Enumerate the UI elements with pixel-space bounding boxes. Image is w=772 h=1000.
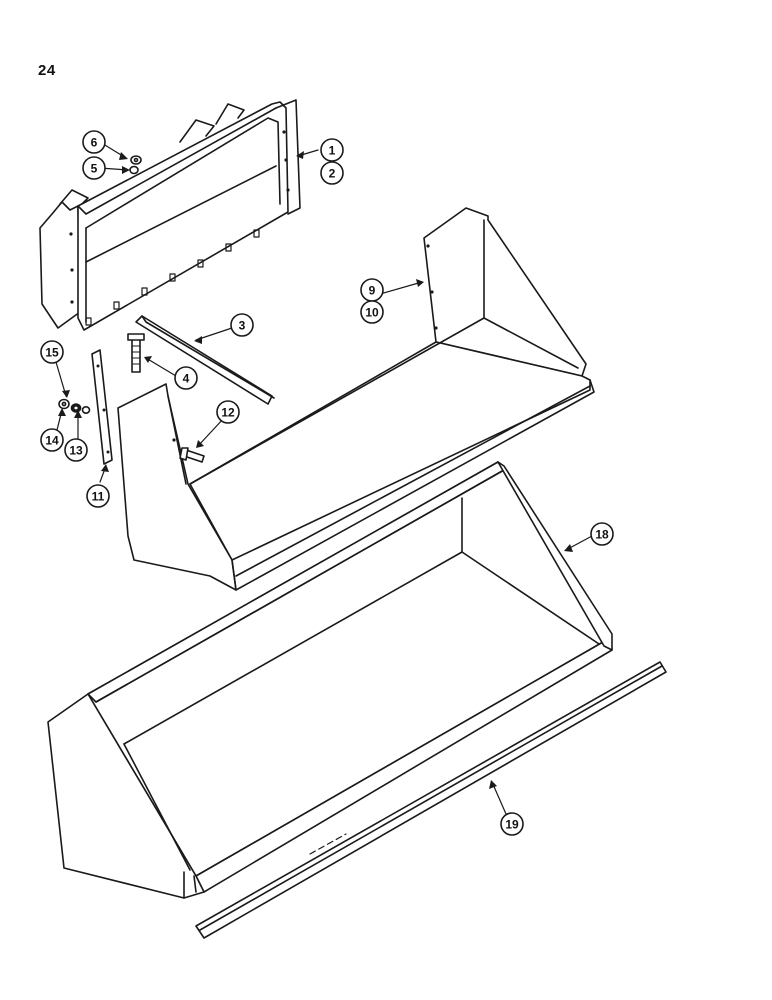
- svg-text:3: 3: [239, 319, 246, 333]
- svg-text:11: 11: [92, 490, 105, 504]
- svg-text:1: 1: [329, 144, 336, 158]
- hardware-nuts-washers: [58, 155, 142, 414]
- page-number: 24: [38, 62, 56, 79]
- mid-bucket-part: [117, 207, 595, 591]
- callout-9: 9: [360, 278, 384, 302]
- callout-15: 15: [40, 340, 64, 364]
- callout-1: 1: [320, 138, 344, 162]
- callout-3: 3: [230, 313, 254, 337]
- callout-10: 10: [360, 300, 384, 324]
- large-bucket-part: [47, 461, 613, 899]
- callout-12: 12: [216, 400, 240, 424]
- leader-arrowheads: [58, 151, 573, 789]
- svg-text:4: 4: [183, 372, 190, 386]
- svg-text:6: 6: [91, 136, 98, 150]
- strap-part-11: [91, 349, 113, 465]
- svg-text:12: 12: [221, 406, 235, 420]
- svg-text:10: 10: [365, 306, 379, 320]
- spacer-bar-part: [135, 315, 275, 405]
- callout-11: 11: [86, 484, 110, 508]
- callout-6: 6: [82, 130, 106, 154]
- callout-18: 18: [590, 522, 614, 546]
- callout-13: 13: [64, 438, 88, 462]
- svg-text:5: 5: [91, 162, 98, 176]
- callout-4: 4: [174, 366, 198, 390]
- back-frame-part: [39, 99, 301, 331]
- svg-text:19: 19: [505, 818, 519, 832]
- cutting-edge-part: [195, 661, 667, 939]
- svg-text:2: 2: [329, 167, 336, 181]
- svg-text:13: 13: [69, 444, 83, 458]
- svg-text:15: 15: [45, 346, 59, 360]
- callout-2: 2: [320, 161, 344, 185]
- callout-5: 5: [82, 156, 106, 180]
- callout-19: 19: [500, 812, 524, 836]
- screw-part-12: [179, 447, 205, 463]
- bolt-part-4: [127, 333, 145, 373]
- svg-text:18: 18: [595, 528, 609, 542]
- svg-text:14: 14: [45, 434, 59, 448]
- callout-14: 14: [40, 428, 64, 452]
- svg-text:9: 9: [369, 284, 376, 298]
